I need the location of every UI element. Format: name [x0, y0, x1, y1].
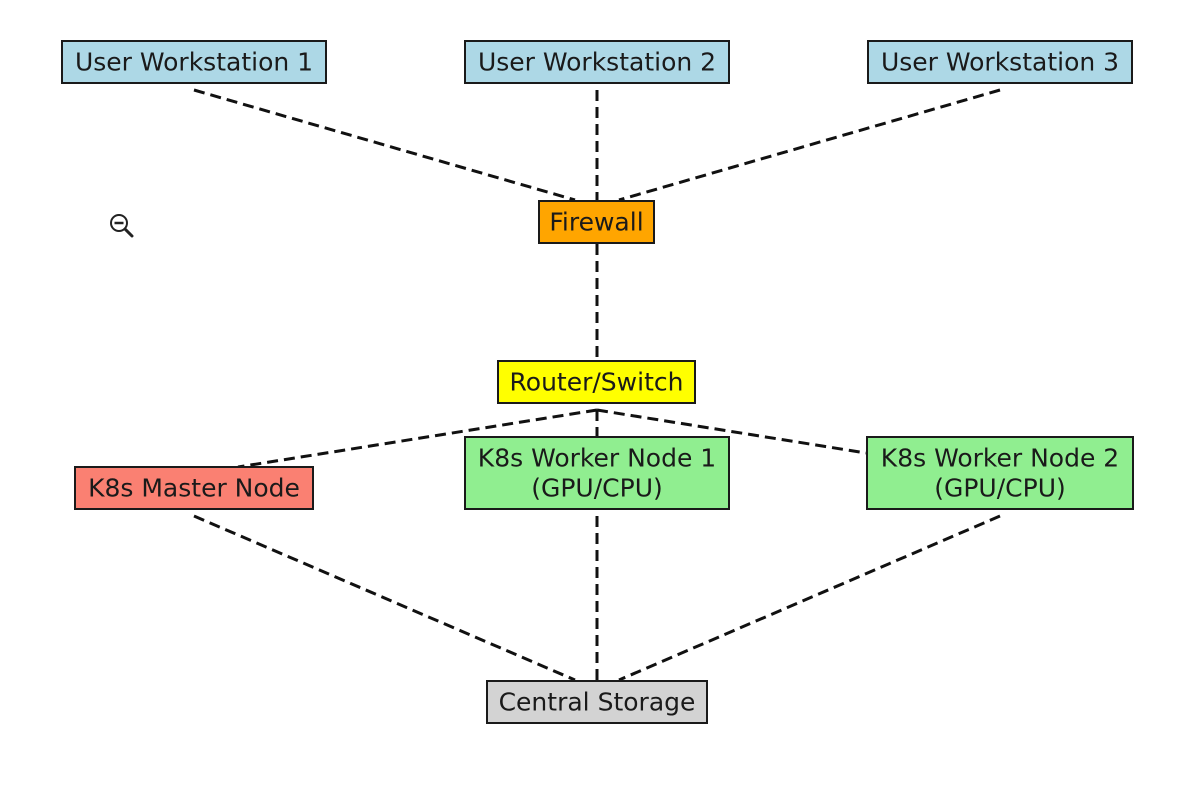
node-router: Router/Switch [497, 360, 696, 404]
node-firewall: Firewall [538, 200, 655, 244]
node-box-ws2 [464, 40, 730, 84]
nodes-layer: User Workstation 1 User Workstation 2 User… [61, 40, 1134, 724]
edge-worker2-storage [618, 514, 1001, 682]
node-box-ws3 [867, 40, 1133, 84]
node-label-worker1-line1: K8s Worker Node 1 [478, 444, 716, 473]
node-label-router: Router/Switch [510, 368, 684, 397]
node-ws3: User Workstation 3 [867, 40, 1133, 84]
node-ws1: User Workstation 1 [61, 40, 327, 84]
edge-router-worker2 [596, 408, 867, 455]
node-label-storage: Central Storage [499, 688, 696, 717]
edge-master-storage [193, 514, 576, 682]
node-label-ws3: User Workstation 3 [881, 48, 1119, 77]
node-box-master [74, 466, 314, 510]
node-worker2: K8s Worker Node 2(GPU/CPU) [866, 436, 1134, 510]
node-master: K8s Master Node [74, 466, 314, 510]
node-box-storage [486, 680, 708, 724]
node-label-master: K8s Master Node [88, 474, 300, 503]
node-ws2: User Workstation 2 [464, 40, 730, 84]
node-worker1: K8s Worker Node 1(GPU/CPU) [464, 436, 730, 510]
edge-router-master [237, 408, 598, 469]
node-box-worker2 [866, 436, 1134, 510]
node-label-worker2-line1: K8s Worker Node 2 [881, 444, 1119, 473]
zoom-out-icon[interactable] [108, 212, 136, 240]
edge-ws1-firewall [193, 88, 576, 202]
node-label-worker2-line2: (GPU/CPU) [934, 474, 1066, 503]
node-box-ws1 [61, 40, 327, 84]
node-label-firewall: Firewall [549, 208, 643, 237]
node-box-router [497, 360, 696, 404]
node-box-firewall [538, 200, 655, 244]
edges-layer [193, 88, 1001, 682]
node-box-worker1 [464, 436, 730, 510]
edge-ws3-firewall [618, 88, 1001, 202]
node-label-worker1-line2: (GPU/CPU) [531, 474, 663, 503]
node-storage: Central Storage [486, 680, 708, 724]
node-label-ws2: User Workstation 2 [478, 48, 716, 77]
node-label-ws1: User Workstation 1 [75, 48, 313, 77]
